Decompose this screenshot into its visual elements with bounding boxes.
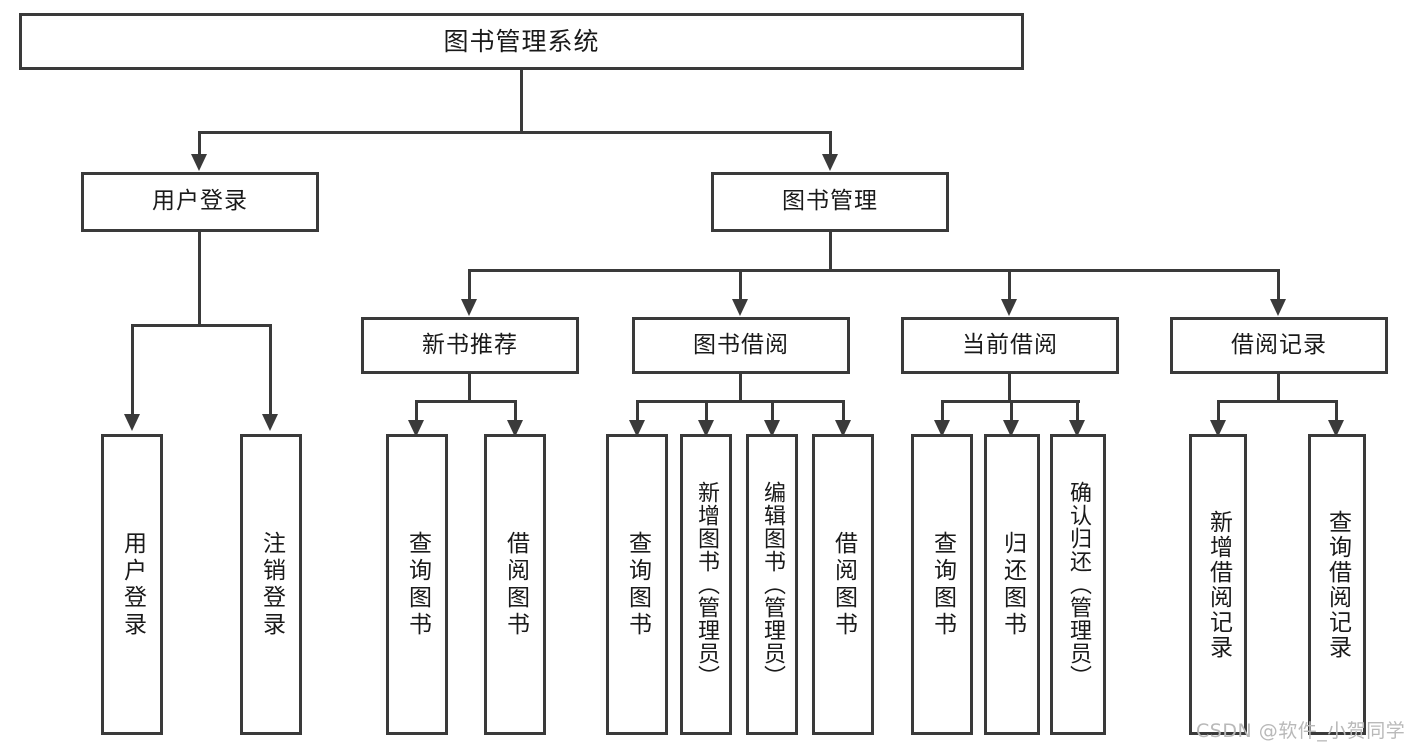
connector-new-book-rec-bus [415,400,517,403]
node-leaf-rec-query[interactable]: 查询图书 [386,434,448,735]
leaf-label: 归还图书 [999,530,1026,639]
connector-user-login-drop [198,232,201,325]
node-book-manage[interactable]: 图书管理 [711,172,949,232]
arrowhead-leaf-cur-return [1003,420,1019,437]
node-root[interactable]: 图书管理系统 [19,13,1024,70]
node-user-login[interactable]: 用户登录 [81,172,319,232]
connector-to-leaf-rec-add [1217,400,1220,424]
node-leaf-borrow-add[interactable]: 新增图书（管理员） [680,434,732,735]
leaf-label: 借阅图书 [502,530,529,639]
arrowhead-leaf-user-logout [262,414,278,431]
connector-borrow-record-bus [1217,400,1337,403]
leaf-label: 注销登录 [258,530,285,639]
leaf-label: 查询图书 [624,530,651,639]
arrowhead-leaf-rec-query2 [1328,420,1344,437]
connector-book-borrow-drop [739,374,742,402]
leaf-label: 查询借阅记录 [1324,509,1351,660]
connector-to-borrow-record [1277,269,1280,302]
node-leaf-cur-query[interactable]: 查询图书 [911,434,973,735]
node-leaf-rec-query2[interactable]: 查询借阅记录 [1308,434,1366,735]
arrowhead-book-borrow [732,299,748,316]
connector-to-user-login [198,131,201,160]
connector-borrow-record-drop [1277,374,1280,402]
leaf-label: 用户登录 [119,530,146,639]
connector-book-manage-bus [468,269,1278,272]
node-leaf-user-logout[interactable]: 注销登录 [240,434,302,735]
arrowhead-leaf-cur-confirm [1069,420,1085,437]
arrowhead-leaf-borrow-add [698,420,714,437]
leaf-label: 编辑图书（管理员） [760,481,785,688]
connector-new-book-rec-drop [468,374,471,402]
leaf-label: 查询图书 [929,530,956,639]
node-leaf-borrow-book[interactable]: 借阅图书 [812,434,874,735]
connector-root-bus [198,131,832,134]
arrowhead-leaf-borrow-edit [764,420,780,437]
arrowhead-user-login [191,154,207,171]
leaf-label: 新增图书（管理员） [694,481,719,688]
connector-user-login-bus [131,324,271,327]
node-borrow-record[interactable]: 借阅记录 [1170,317,1388,374]
node-book-borrow[interactable]: 图书借阅 [632,317,850,374]
node-leaf-borrow-edit[interactable]: 编辑图书（管理员） [746,434,798,735]
connector-to-leaf-borrow-add [705,400,708,424]
node-leaf-user-login[interactable]: 用户登录 [101,434,163,735]
connector-to-leaf-cur-query [941,400,944,424]
leaf-label: 确认归还（管理员） [1066,481,1091,688]
connector-to-leaf-rec-query2 [1335,400,1338,424]
connector-to-leaf-user-login [131,324,134,416]
connector-to-leaf-borrow-edit [771,400,774,424]
connector-to-leaf-user-logout [269,324,272,416]
arrowhead-new-book-rec [461,299,477,316]
connector-book-borrow-bus [636,400,844,403]
connector-to-current-borrow [1008,269,1011,302]
arrowhead-leaf-rec-add [1210,420,1226,437]
arrowhead-leaf-rec-borrow [507,420,523,437]
connector-to-leaf-rec-borrow [514,400,517,424]
connector-to-leaf-borrow-query [636,400,639,424]
arrowhead-borrow-record [1270,299,1286,316]
node-leaf-cur-return[interactable]: 归还图书 [984,434,1040,735]
leaf-label: 新增借阅记录 [1205,509,1232,660]
arrowhead-leaf-cur-query [934,420,950,437]
connector-to-leaf-cur-return [1010,400,1013,424]
node-new-book-rec[interactable]: 新书推荐 [361,317,579,374]
arrowhead-leaf-user-login [124,414,140,431]
connector-to-leaf-borrow-book [842,400,845,424]
leaf-label: 借阅图书 [830,530,857,639]
connector-to-book-manage [829,131,832,160]
connector-to-leaf-cur-confirm [1076,400,1079,424]
arrowhead-current-borrow [1001,299,1017,316]
connector-current-borrow-drop [1008,374,1011,402]
node-leaf-rec-add[interactable]: 新增借阅记录 [1189,434,1247,735]
connector-root-drop [520,70,523,133]
arrowhead-leaf-rec-query [408,420,424,437]
node-leaf-borrow-query[interactable]: 查询图书 [606,434,668,735]
node-leaf-cur-confirm[interactable]: 确认归还（管理员） [1050,434,1106,735]
node-leaf-rec-borrow[interactable]: 借阅图书 [484,434,546,735]
connector-to-new-book-rec [468,269,471,302]
arrowhead-leaf-borrow-query [629,420,645,437]
arrowhead-leaf-borrow-book [835,420,851,437]
node-current-borrow[interactable]: 当前借阅 [901,317,1119,374]
connector-book-manage-drop [829,232,832,271]
connector-to-book-borrow [739,269,742,302]
leaf-label: 查询图书 [404,530,431,639]
arrowhead-book-manage [822,154,838,171]
connector-to-leaf-rec-query [415,400,418,424]
